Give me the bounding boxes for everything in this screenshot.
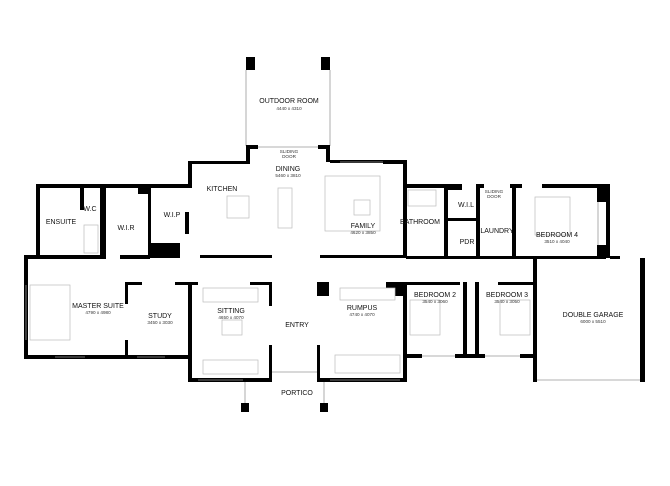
laundry-label: LAUNDRY xyxy=(480,228,514,235)
pdr-label: PDR xyxy=(460,239,475,246)
study-label: STUDY xyxy=(148,313,172,320)
master-suite-dims: 4790 x 4980 xyxy=(85,310,111,315)
entry-label: ENTRY xyxy=(285,322,309,329)
wil-label: W.I.L xyxy=(458,202,474,209)
sliding-door-label: SLIDING xyxy=(280,149,299,154)
bedroom2-label: BEDROOM 2 xyxy=(414,292,456,299)
kitchen-label: KITCHEN xyxy=(207,186,238,193)
sliding-door-label: DOOR xyxy=(282,154,296,159)
ensuite-label: ENSUITE xyxy=(46,219,77,226)
bathroom-label: BATHROOM xyxy=(400,219,440,226)
study-dims: 3450 x 3030 xyxy=(147,320,173,325)
wc-label: W.C xyxy=(83,206,96,213)
dining-label: DINING xyxy=(276,166,301,173)
wir-label: W.I.R xyxy=(117,225,134,232)
bedroom4-label: BEDROOM 4 xyxy=(536,232,578,239)
double-garage-label: DOUBLE GARAGE xyxy=(563,312,624,319)
rumpus-label: RUMPUS xyxy=(347,305,378,312)
sitting-label: SITTING xyxy=(217,308,245,315)
dining-dims: 5460 x 3810 xyxy=(275,173,301,178)
bedroom2-dims: 3540 x 3060 xyxy=(422,299,448,304)
room-labels: OUTDOOR ROOM 4440 x 4310 SLIDING DOOR DI… xyxy=(46,98,624,397)
double-garage-dims: 6000 x 5510 xyxy=(580,319,606,324)
portico-label: PORTICO xyxy=(281,390,313,397)
outdoor-room-label: OUTDOOR ROOM xyxy=(259,98,319,105)
family-label: FAMILY xyxy=(351,223,376,230)
outdoor-room xyxy=(245,57,331,146)
rumpus-dims: 4740 x 4070 xyxy=(349,312,375,317)
walls xyxy=(24,145,645,412)
wip-label: W.I.P xyxy=(164,212,181,219)
sliding-door-label: SLIDING xyxy=(485,189,504,194)
family-dims: 4620 x 3850 xyxy=(350,230,376,235)
bedroom4-dims: 3510 x 4040 xyxy=(544,239,570,244)
sliding-door-label: DOOR xyxy=(487,194,501,199)
furniture xyxy=(29,175,571,375)
sitting-dims: 4650 x 4070 xyxy=(218,315,244,320)
bedroom3-label: BEDROOM 3 xyxy=(486,292,528,299)
master-suite-label: MASTER SUITE xyxy=(72,303,124,310)
bedroom3-dims: 3540 x 3050 xyxy=(494,299,520,304)
outdoor-room-dims: 4440 x 4310 xyxy=(276,106,302,111)
